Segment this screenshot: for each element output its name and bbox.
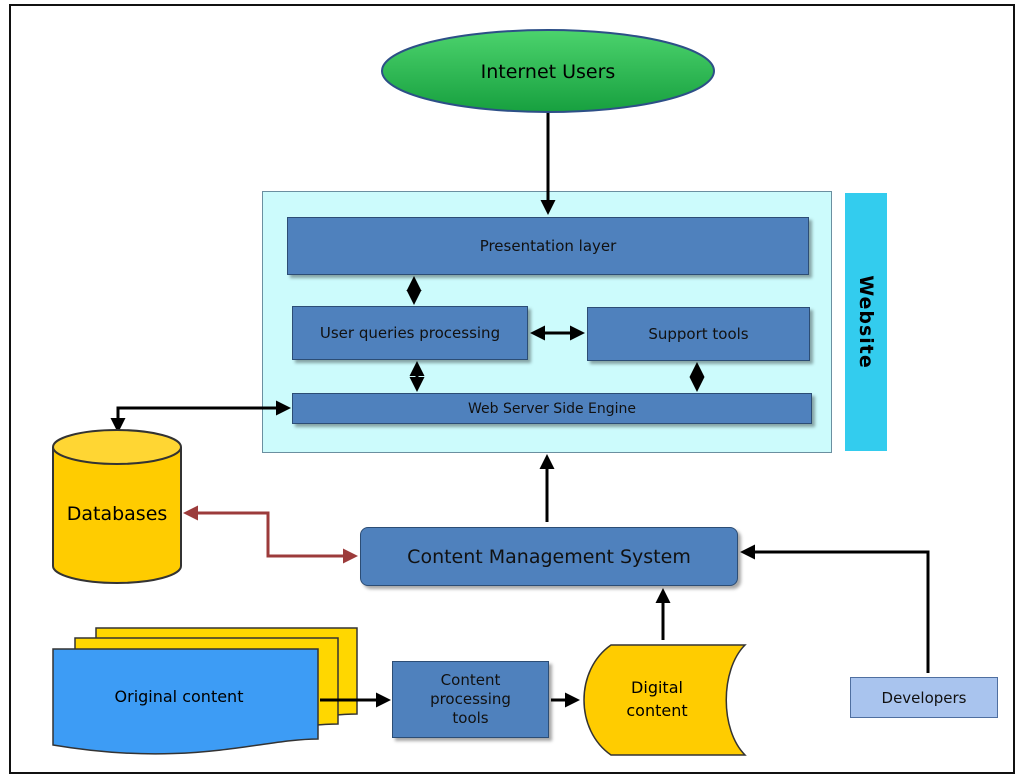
developers-box: Developers: [850, 677, 998, 718]
website-label: Website: [855, 275, 877, 369]
cms-box: Content Management System: [360, 527, 738, 586]
website-label-container: Website: [845, 193, 887, 451]
support-tools-box: Support tools: [587, 307, 810, 361]
web-server-box: Web Server Side Engine: [292, 393, 812, 424]
content-processing-label-3: tools: [452, 709, 489, 727]
developers-label: Developers: [881, 688, 967, 707]
user-queries-label: User queries processing: [319, 324, 501, 342]
presentation-layer-box: Presentation layer: [287, 217, 809, 275]
cms-label: Content Management System: [407, 545, 691, 568]
web-server-label: Web Server Side Engine: [467, 400, 637, 417]
presentation-layer-label: Presentation layer: [479, 237, 617, 255]
content-processing-label-1: Content: [440, 671, 501, 689]
user-queries-box: User queries processing: [292, 306, 528, 360]
website-tab: [845, 193, 887, 451]
support-tools-label: Support tools: [648, 325, 749, 343]
content-processing-box: Content processing tools: [392, 661, 549, 738]
content-processing-label-2: processing: [430, 690, 511, 708]
